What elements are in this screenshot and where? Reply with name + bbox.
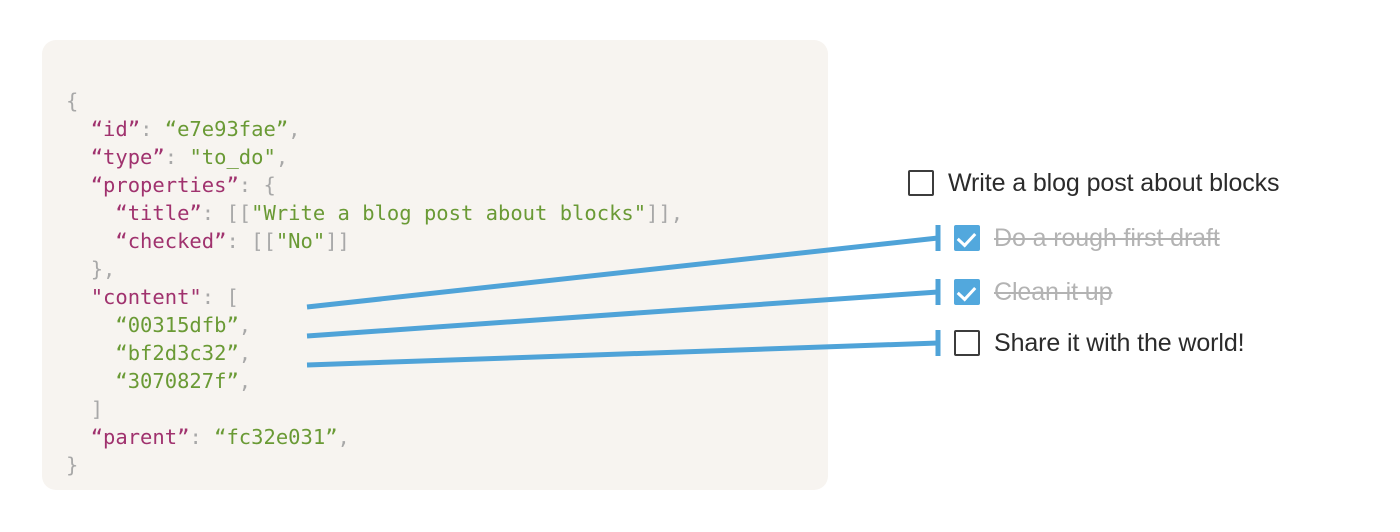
checklist-item-label: Share it with the world! xyxy=(994,328,1245,357)
code-token: { xyxy=(66,88,79,113)
code-token: “checked” xyxy=(115,228,227,253)
code-line-2: “type”: "to_do", xyxy=(66,143,683,171)
code-line-12: “parent”: “fc32e031”, xyxy=(66,423,683,451)
code-line-7: "content": [ xyxy=(66,283,683,311)
code-line-5: “checked”: [["No"]] xyxy=(66,227,683,255)
checklist-item-label: Clean it up xyxy=(994,277,1113,306)
code-token: : xyxy=(164,144,190,169)
code-token: “id” xyxy=(90,116,141,141)
code-token: “00315dfb” xyxy=(115,312,239,337)
code-token: , xyxy=(288,116,301,141)
checklist-item-label: Write a blog post about blocks xyxy=(948,168,1280,197)
code-token: : xyxy=(140,116,165,141)
code-line-1: “id”: “e7e93fae”, xyxy=(66,115,683,143)
code-token: "content" xyxy=(90,284,202,309)
code-line-6: }, xyxy=(66,255,683,283)
code-token: : [[ xyxy=(226,228,276,253)
code-token: , xyxy=(238,340,252,365)
code-token: : [[ xyxy=(201,200,252,225)
code-token: “e7e93fae” xyxy=(164,116,289,141)
checkbox-unchecked-icon[interactable] xyxy=(954,330,980,356)
code-line-13: } xyxy=(66,451,683,479)
code-token: “properties” xyxy=(90,172,239,197)
checkbox-checked-icon[interactable] xyxy=(954,279,980,305)
code-token: , xyxy=(275,144,289,169)
checklist-item[interactable]: Share it with the world! xyxy=(954,326,1245,360)
code-token: , xyxy=(238,368,252,393)
checklist-item[interactable]: Do a rough first draft xyxy=(954,221,1220,255)
code-token: , xyxy=(337,424,350,449)
code-line-0: { xyxy=(66,87,683,115)
code-token: “title” xyxy=(115,200,202,225)
checklist-item-label: Do a rough first draft xyxy=(994,223,1220,252)
code-token: : xyxy=(189,424,215,449)
code-token: "to_do" xyxy=(189,144,276,169)
json-code-panel: { “id”: “e7e93fae”, “type”: "to_do", “pr… xyxy=(42,40,828,490)
code-token: "Write a blog post about blocks" xyxy=(251,200,647,225)
checkbox-unchecked-icon[interactable] xyxy=(908,170,934,196)
code-token: : { xyxy=(238,172,276,197)
code-line-9: “bf2d3c32”, xyxy=(66,339,683,367)
code-token: : [ xyxy=(201,284,239,309)
code-line-3: “properties”: { xyxy=(66,171,683,199)
code-token: “parent” xyxy=(90,424,190,449)
checkbox-checked-icon[interactable] xyxy=(954,225,980,251)
code-token: “bf2d3c32” xyxy=(115,340,239,365)
code-line-10: “3070827f”, xyxy=(66,367,683,395)
code-token: “type” xyxy=(90,144,165,169)
code-line-8: “00315dfb”, xyxy=(66,311,683,339)
code-token: “3070827f” xyxy=(115,368,239,393)
code-token: }, xyxy=(90,256,116,281)
code-token: "No" xyxy=(275,228,326,253)
code-line-4: “title”: [["Write a blog post about bloc… xyxy=(66,199,683,227)
code-token: } xyxy=(66,452,79,477)
checklist-item[interactable]: Clean it up xyxy=(954,275,1113,309)
code-token: ] xyxy=(90,396,104,421)
code-token: ]], xyxy=(646,200,684,225)
code-token: ]] xyxy=(325,228,350,253)
json-code-block: { “id”: “e7e93fae”, “type”: "to_do", “pr… xyxy=(66,87,683,479)
code-token: “fc32e031” xyxy=(214,424,338,449)
code-line-11: ] xyxy=(66,395,683,423)
checklist-item[interactable]: Write a blog post about blocks xyxy=(908,166,1280,200)
code-token: , xyxy=(238,312,252,337)
